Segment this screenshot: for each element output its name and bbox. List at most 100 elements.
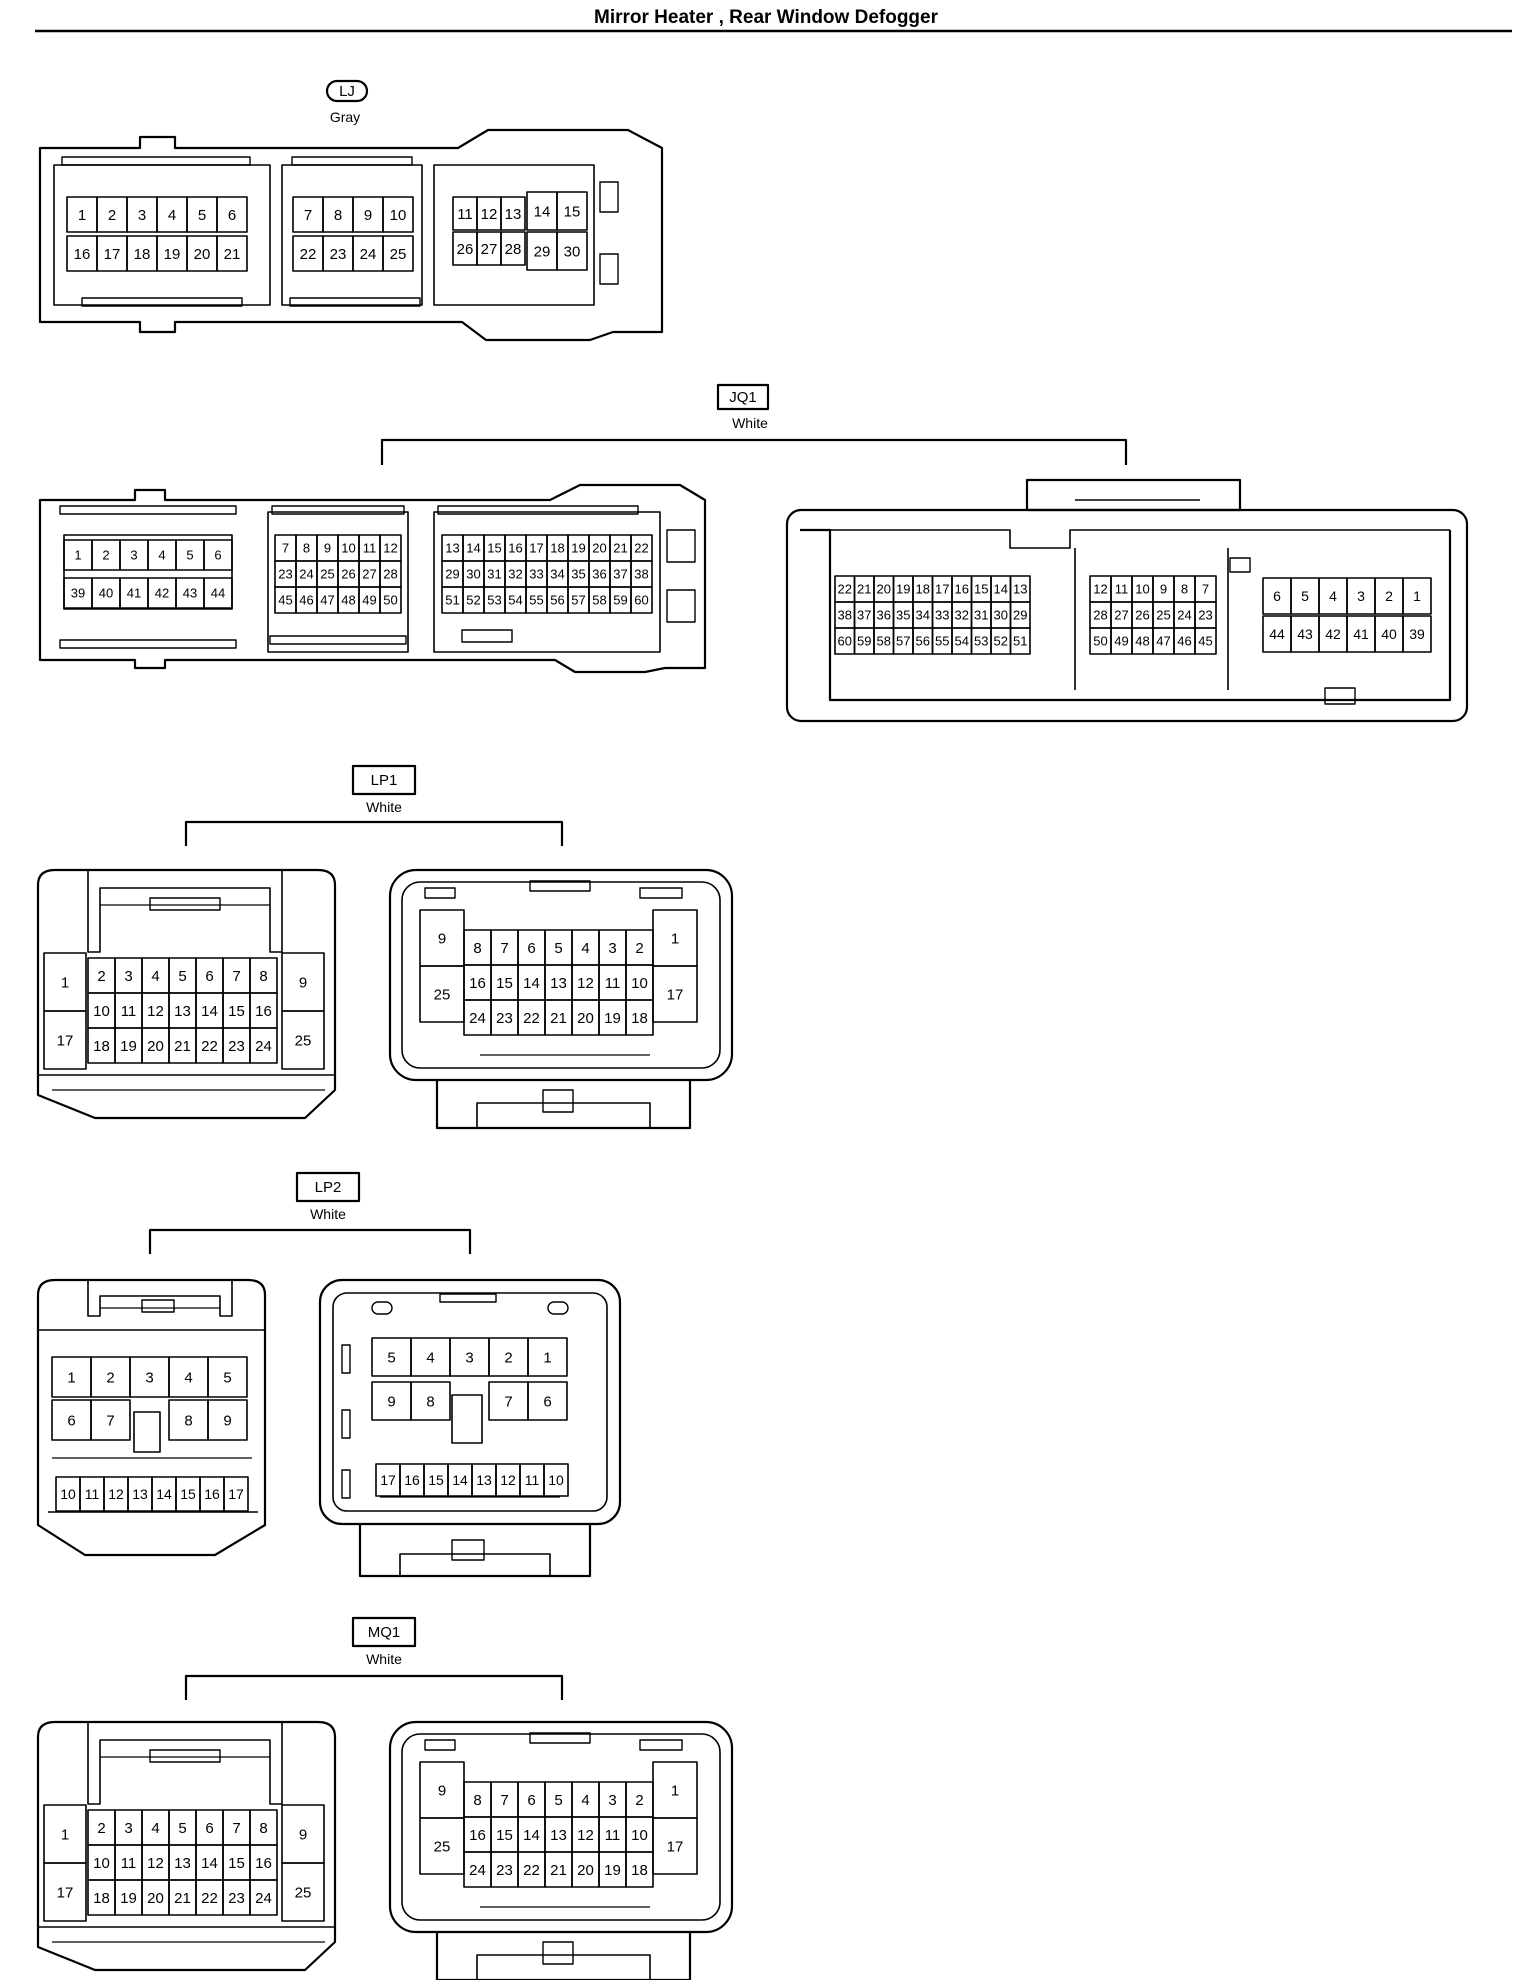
- svg-text:22: 22: [838, 582, 852, 597]
- svg-text:24: 24: [255, 1890, 272, 1907]
- pin-jq1: 49: [1110, 627, 1133, 655]
- svg-text:18: 18: [93, 1038, 110, 1055]
- pin-jq1: 56: [912, 627, 934, 655]
- pin-jq1: 23: [1194, 601, 1217, 629]
- pin-lj: 3: [126, 196, 158, 233]
- svg-text:38: 38: [838, 608, 852, 623]
- svg-text:18: 18: [550, 541, 564, 556]
- svg-text:28: 28: [383, 567, 397, 582]
- pin-mq1: 11: [598, 1816, 627, 1853]
- pin-jq1: 48: [1131, 627, 1154, 655]
- pin-jq1: 33: [931, 601, 953, 629]
- svg-text:7: 7: [106, 1412, 114, 1429]
- svg-text:17: 17: [529, 541, 543, 556]
- pin-jq1: 30: [462, 560, 485, 588]
- svg-text:16: 16: [469, 975, 486, 992]
- svg-text:1: 1: [61, 1826, 69, 1843]
- svg-text:16: 16: [955, 582, 969, 597]
- pin-jq1: 34: [546, 560, 569, 588]
- svg-text:19: 19: [604, 1862, 621, 1879]
- svg-text:15: 15: [487, 541, 501, 556]
- pin-lp1: 6: [517, 929, 546, 966]
- pin-lp2: 10: [543, 1463, 569, 1497]
- pin-mq1: 4: [141, 1809, 170, 1846]
- svg-text:12: 12: [481, 206, 498, 223]
- svg-text:15: 15: [228, 1855, 245, 1872]
- svg-text:40: 40: [99, 586, 113, 601]
- pin-jq1: 43: [1290, 615, 1320, 653]
- svg-text:44: 44: [211, 586, 225, 601]
- pin-lp2: 10: [55, 1476, 81, 1512]
- pin-lp2: 13: [471, 1463, 497, 1497]
- svg-text:33: 33: [935, 608, 949, 623]
- pin-lp1: 14: [195, 992, 224, 1029]
- pin-mq1: 14: [517, 1816, 546, 1853]
- svg-text:52: 52: [466, 593, 480, 608]
- pin-lp1: 21: [168, 1027, 197, 1064]
- svg-text:16: 16: [404, 1472, 420, 1488]
- pin-mq1: 9: [281, 1804, 325, 1864]
- pin-jq1: 1: [1402, 577, 1432, 615]
- svg-text:6: 6: [543, 1393, 551, 1410]
- pin-jq1: 52: [462, 586, 485, 614]
- bracket-lp2: [148, 1228, 472, 1254]
- connector-label-lj: LJ: [325, 79, 369, 103]
- svg-text:7: 7: [282, 541, 289, 556]
- pin-jq1: 5: [175, 539, 205, 571]
- pin-jq1: 36: [588, 560, 611, 588]
- pin-mq1: 21: [544, 1851, 573, 1888]
- pin-lp1: 22: [517, 999, 546, 1036]
- svg-text:14: 14: [201, 1855, 218, 1872]
- pin-jq1: 6: [1262, 577, 1292, 615]
- svg-text:5: 5: [198, 207, 206, 224]
- pin-lp1: 8: [249, 957, 278, 994]
- svg-text:13: 13: [550, 1827, 567, 1844]
- svg-text:6: 6: [205, 968, 213, 985]
- svg-text:53: 53: [974, 634, 988, 649]
- pin-lp2: 12: [103, 1476, 129, 1512]
- svg-text:31: 31: [974, 608, 988, 623]
- pin-jq1: 20: [873, 575, 895, 603]
- pin-jq1: 59: [853, 627, 875, 655]
- pin-jq1: 4: [147, 539, 177, 571]
- pin-jq1: 39: [63, 577, 93, 609]
- pin-lj: 10: [382, 196, 414, 233]
- svg-text:7: 7: [232, 968, 240, 985]
- pin-lp1: 15: [490, 964, 519, 1001]
- svg-text:8: 8: [259, 1820, 267, 1837]
- pin-lp1: 22: [195, 1027, 224, 1064]
- pin-lp2: 8: [168, 1399, 209, 1441]
- svg-text:8: 8: [1181, 582, 1188, 597]
- pin-jq1: 37: [853, 601, 875, 629]
- svg-text:14: 14: [156, 1486, 172, 1502]
- svg-text:13: 13: [445, 541, 459, 556]
- pin-jq1: 47: [1152, 627, 1175, 655]
- svg-text:11: 11: [121, 1003, 137, 1020]
- connector-label-lp2: LP2: [295, 1171, 361, 1203]
- svg-text:19: 19: [120, 1890, 137, 1907]
- connector-color-mq1: White: [366, 1651, 402, 1667]
- pin-lp1: 13: [544, 964, 573, 1001]
- svg-text:30: 30: [564, 243, 581, 260]
- pin-mq1: 2: [625, 1781, 654, 1818]
- pin-mq1: 20: [571, 1851, 600, 1888]
- pin-mq1: 21: [168, 1879, 197, 1916]
- svg-text:4: 4: [426, 1349, 434, 1366]
- pin-jq1: 1: [63, 539, 93, 571]
- svg-text:5: 5: [223, 1369, 231, 1386]
- pin-mq1: 19: [598, 1851, 627, 1888]
- pin-jq1: 5: [1290, 577, 1320, 615]
- connector-color-lp2: White: [310, 1206, 346, 1222]
- pin-lp2: 16: [199, 1476, 225, 1512]
- pin-lp2: 7: [488, 1381, 529, 1421]
- svg-text:9: 9: [438, 930, 446, 947]
- pin-lp1: 2: [625, 929, 654, 966]
- svg-text:12: 12: [147, 1003, 164, 1020]
- svg-text:7: 7: [1202, 582, 1209, 597]
- svg-text:19: 19: [120, 1038, 137, 1055]
